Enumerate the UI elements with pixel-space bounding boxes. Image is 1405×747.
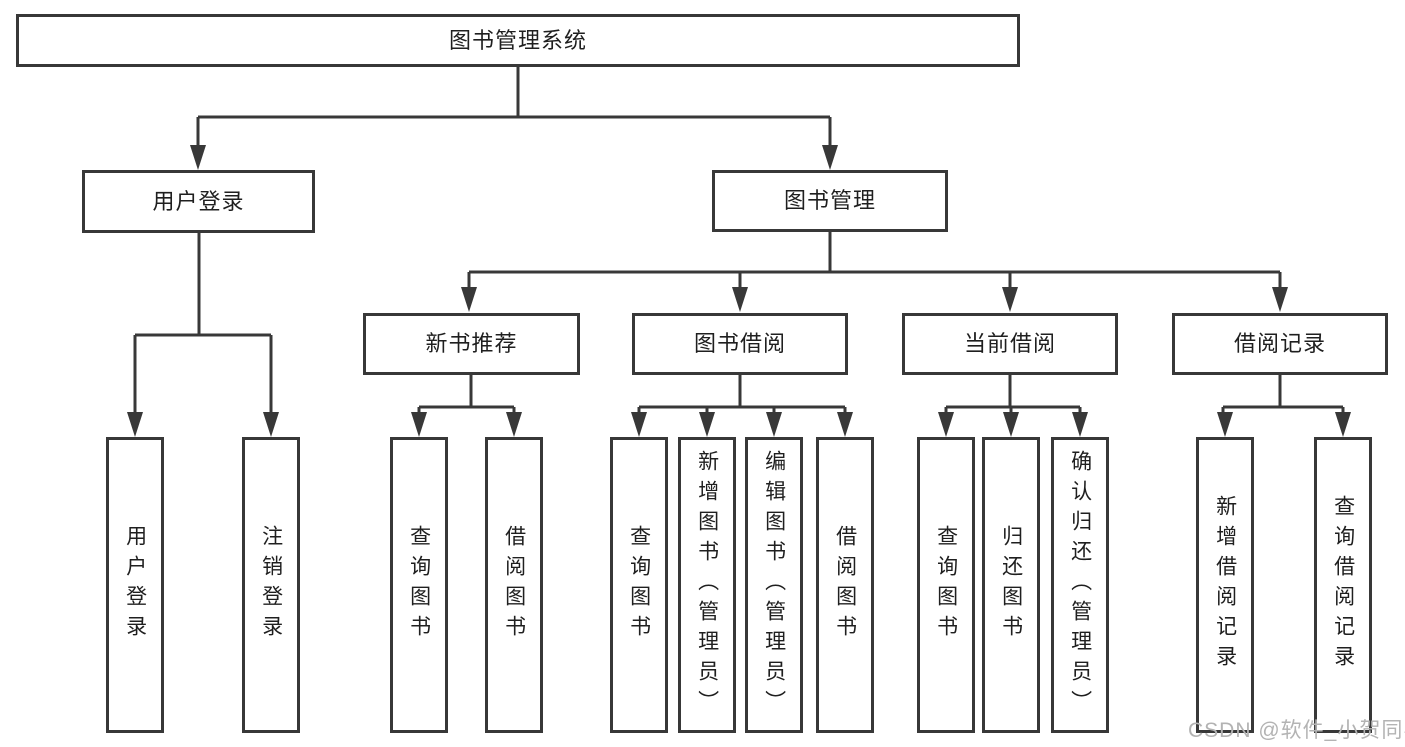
leaf-query-borrow-record: 查询借阅记录: [1314, 437, 1372, 733]
leaf-label: 新增借阅记录: [1213, 495, 1237, 675]
leaf-query-books-current: 查询图书: [917, 437, 975, 733]
leaf-label: 查询图书: [934, 525, 958, 645]
leaf-add-books-admin: 新增图书（管理员）: [678, 437, 736, 733]
leaf-query-books-newbooks: 查询图书: [390, 437, 448, 733]
node-current-borrowing: 当前借阅: [902, 313, 1118, 375]
leaf-label: 确认归还（管理员）: [1068, 450, 1092, 720]
node-label: 借阅记录: [1233, 331, 1326, 356]
node-label: 用户登录: [152, 188, 245, 214]
leaf-label: 新增图书（管理员）: [695, 450, 719, 720]
leaf-confirm-return-admin: 确认归还（管理员）: [1051, 437, 1109, 733]
leaf-label: 查询图书: [407, 525, 431, 645]
leaf-label: 借阅图书: [833, 525, 857, 645]
leaf-label: 查询借阅记录: [1331, 495, 1355, 675]
node-book-borrowing: 图书借阅: [632, 313, 848, 375]
leaf-edit-books-admin: 编辑图书（管理员）: [745, 437, 803, 733]
leaf-query-books-borrowing: 查询图书: [610, 437, 668, 733]
leaf-add-borrow-record: 新增借阅记录: [1196, 437, 1254, 733]
node-library-management-system: 图书管理系统: [16, 14, 1020, 67]
leaf-label: 注销登录: [259, 525, 283, 645]
leaf-label: 查询图书: [627, 525, 651, 645]
node-label: 新书推荐: [425, 331, 518, 356]
node-label: 图书管理系统: [448, 27, 587, 53]
csdn-watermark: CSDN @软件_小贺同学: [1188, 719, 1405, 742]
node-label: 图书管理: [783, 188, 876, 213]
leaf-return-books: 归还图书: [982, 437, 1040, 733]
leaf-label: 归还图书: [999, 525, 1023, 645]
leaf-user-login: 用户登录: [106, 437, 164, 733]
node-borrowing-records: 借阅记录: [1172, 313, 1388, 375]
leaf-label: 编辑图书（管理员）: [762, 450, 786, 720]
leaf-borrow-books-newbooks: 借阅图书: [485, 437, 543, 733]
node-book-management: 图书管理: [712, 170, 948, 232]
leaf-borrow-books-borrowing: 借阅图书: [816, 437, 874, 733]
leaf-label: 用户登录: [123, 525, 147, 645]
node-new-book-recommend: 新书推荐: [363, 313, 580, 375]
leaf-label: 借阅图书: [502, 525, 526, 645]
leaf-logout: 注销登录: [242, 437, 300, 733]
node-label: 图书借阅: [693, 331, 786, 356]
node-user-login: 用户登录: [82, 170, 315, 233]
node-label: 当前借阅: [963, 331, 1056, 356]
